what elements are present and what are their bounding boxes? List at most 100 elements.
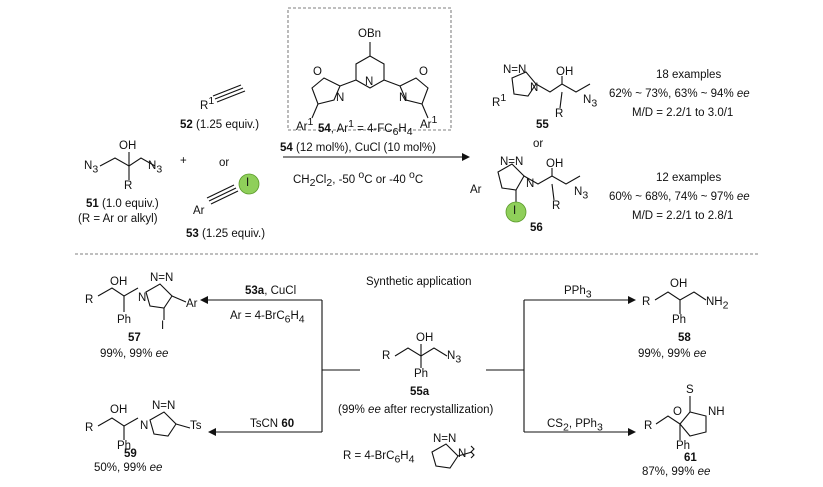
r-def-nn: N=N bbox=[433, 433, 457, 445]
condition-solvent-temp: CH2Cl2, -50 oC or -40 oC bbox=[293, 169, 424, 190]
diol-oh: OH bbox=[119, 140, 137, 152]
p57-ar: Ar bbox=[186, 298, 198, 310]
or-label-mid: or bbox=[533, 138, 544, 150]
ligand-box bbox=[287, 7, 452, 131]
plus-sign: + bbox=[180, 155, 187, 167]
alkyne-52-r1: R1 bbox=[200, 95, 215, 112]
p57-ph: Ph bbox=[117, 314, 132, 326]
p58-nh2: NH2 bbox=[706, 296, 729, 312]
p56-n: N bbox=[526, 178, 535, 190]
ligand-54-label: 54, Ar1 = 4-FC6H4 bbox=[318, 118, 413, 139]
ligand-ar1-left: Ar1 bbox=[296, 116, 314, 133]
p61-label: 61 bbox=[684, 452, 697, 464]
p56-nn: N=N bbox=[500, 156, 524, 168]
p55-n: N bbox=[530, 82, 539, 94]
synthetic-arrows bbox=[200, 296, 636, 436]
product-58-structure bbox=[654, 291, 707, 314]
c55a-n3: N3 bbox=[447, 350, 462, 366]
p57-oh: OH bbox=[110, 276, 128, 288]
diol-51-note: (R = Ar or alkyl) bbox=[78, 213, 158, 225]
diol-51-structure bbox=[99, 152, 156, 180]
p56-label: 56 bbox=[530, 222, 543, 234]
p58-result: 99%, 99% ee bbox=[638, 348, 707, 360]
to58-reagent: PPh3 bbox=[564, 285, 592, 301]
res55-md: M/D = 2.2/1 to 3.0/1 bbox=[632, 107, 734, 119]
alkyne-52-structure bbox=[212, 84, 246, 103]
p55-r: R bbox=[555, 108, 564, 120]
alkyne-52-label: 52 (1.25 equiv.) bbox=[180, 119, 260, 131]
p61-r: R bbox=[644, 420, 653, 432]
product-59-structure bbox=[97, 411, 191, 440]
p58-oh: OH bbox=[670, 278, 688, 290]
p57-i: I bbox=[161, 320, 165, 332]
p57-r: R bbox=[85, 294, 94, 306]
p58-ph: Ph bbox=[672, 314, 687, 326]
product-61-structure bbox=[655, 396, 707, 440]
p61-s: S bbox=[686, 384, 694, 396]
res55-yield: 62% ~ 73%, 63% ~ 94% ee bbox=[609, 88, 750, 100]
p57-n: N bbox=[138, 292, 147, 304]
product-55-structure bbox=[511, 71, 591, 109]
p61-o: O bbox=[673, 406, 682, 418]
main-arrowhead bbox=[462, 153, 470, 161]
p61-nh: NH bbox=[708, 406, 725, 418]
ligand-obn: OBn bbox=[358, 28, 382, 40]
r-def-n: N bbox=[458, 448, 467, 460]
p56-ar: Ar bbox=[470, 184, 482, 196]
p59-result: 50%, 99% ee bbox=[94, 462, 163, 474]
r-definition: R = 4-BrC6H4 bbox=[343, 450, 415, 466]
p55-r1: R1 bbox=[492, 92, 507, 109]
c55a-label: 55a bbox=[410, 386, 430, 398]
res56-yield: 60% ~ 68%, 74% ~ 97% ee bbox=[609, 191, 750, 203]
synthetic-application-heading: Synthetic application bbox=[366, 276, 472, 288]
ligand-54-structure bbox=[311, 42, 429, 119]
p61-ph: Ph bbox=[676, 440, 691, 452]
p55-label: 55 bbox=[536, 119, 549, 131]
compound-55a-structure bbox=[394, 344, 448, 368]
to57-reagent: 53a, CuCl bbox=[245, 285, 297, 297]
iodoalkyne-53-label: 53 (1.25 equiv.) bbox=[186, 228, 266, 240]
ligand-ar1-right: Ar1 bbox=[420, 114, 438, 131]
res56-examples: 12 examples bbox=[656, 172, 722, 184]
c55a-oh: OH bbox=[416, 332, 434, 344]
p56-n3: N3 bbox=[574, 186, 589, 202]
p57-label: 57 bbox=[128, 332, 141, 344]
r-triazole-fragment bbox=[431, 443, 475, 469]
diol-r: R bbox=[124, 180, 133, 192]
product-57-structure bbox=[97, 283, 187, 320]
iodoalkyne-53-structure bbox=[206, 173, 260, 205]
to61-reagent: CS2, PPh3 bbox=[547, 418, 603, 434]
p59-label: 59 bbox=[124, 448, 137, 460]
p56-oh: OH bbox=[546, 158, 564, 170]
to59-reagent: TsCN 60 bbox=[250, 418, 295, 430]
iodoalkyne-i: I bbox=[246, 177, 250, 189]
condition-catalyst: 54 (12 mol%), CuCl (10 mol%) bbox=[280, 142, 436, 154]
p56-i: I bbox=[513, 205, 517, 217]
c55a-note: (99% ee after recrystallization) bbox=[338, 404, 494, 416]
ligand-n-py: N bbox=[365, 76, 374, 88]
p55-n3: N3 bbox=[583, 94, 598, 110]
p56-r: R bbox=[552, 200, 561, 212]
p58-r: R bbox=[642, 296, 651, 308]
ligand-o-right: O bbox=[419, 66, 428, 78]
p57-result: 99%, 99% ee bbox=[100, 348, 169, 360]
ligand-o-left: O bbox=[313, 66, 322, 78]
res56-md: M/D = 2.2/1 to 2.8/1 bbox=[632, 210, 734, 222]
product-56-structure bbox=[497, 163, 581, 223]
p59-ts: Ts bbox=[190, 420, 202, 432]
p59-r: R bbox=[85, 422, 94, 434]
p57-nn: N=N bbox=[150, 272, 174, 284]
c55a-ph: Ph bbox=[414, 368, 429, 380]
or-label-left: or bbox=[219, 157, 230, 169]
p55-oh: OH bbox=[556, 66, 574, 78]
diol-n3-left: N3 bbox=[84, 160, 99, 176]
c55a-r: R bbox=[382, 350, 391, 362]
ligand-n-left: N bbox=[336, 92, 345, 104]
p55-nn: N=N bbox=[503, 64, 527, 76]
iodoalkyne-ar: Ar bbox=[193, 205, 205, 217]
to57-ar-def: Ar = 4-BrC6H4 bbox=[230, 310, 305, 326]
p59-oh: OH bbox=[110, 404, 128, 416]
p61-result: 87%, 99% ee bbox=[642, 466, 711, 478]
p59-n: N bbox=[140, 420, 149, 432]
